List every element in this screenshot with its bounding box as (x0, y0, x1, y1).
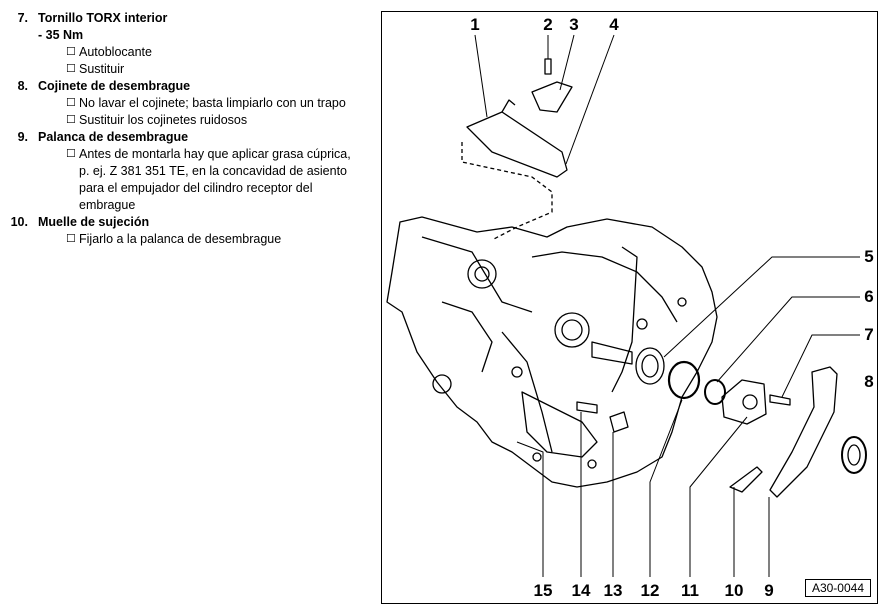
callout-12: 12 (640, 581, 660, 600)
release-lever (769, 366, 838, 498)
ball-stud (609, 411, 629, 433)
bolt-14 (576, 401, 598, 414)
callout-6: 6 (864, 287, 874, 306)
checkbox-icon: ☐ (66, 114, 76, 126)
legend-title: Tornillo TORX interior (38, 11, 168, 25)
legend-title: Muelle de sujeción (38, 215, 150, 229)
callout-14: 14 (571, 581, 591, 600)
checkbox-icon: ☐ (66, 148, 76, 160)
spring-clip (729, 466, 763, 493)
legend-number: 10. (10, 215, 28, 229)
checkbox-icon: ☐ (66, 46, 76, 58)
callout-1: 1 (470, 15, 480, 34)
checkbox-icon: ☐ (66, 63, 76, 75)
legend-note: ☐Sustituir los cojinetes ruidosos (66, 113, 248, 127)
legend-title: Cojinete de desembrague (38, 79, 191, 93)
legend-note: ☐No lavar el cojinete; basta limpiarlo c… (66, 96, 346, 110)
guide-sleeve (721, 379, 767, 425)
shaft-seal (635, 347, 665, 385)
legend-number: 8. (17, 79, 28, 93)
figure-reference: A30-0044 (804, 579, 871, 597)
callout-2: 2 (543, 15, 553, 34)
release-bearing (841, 436, 867, 474)
checkbox-icon: ☐ (66, 97, 76, 109)
slave-cylinder (466, 111, 568, 178)
o-ring (667, 360, 701, 400)
legend: 7. Tornillo TORX interior - 35 Nm ☐Autob… (0, 10, 375, 248)
callout-4: 4 (609, 15, 619, 34)
callout-11: 11 (681, 581, 699, 600)
legend-note: ☐Antes de montarla hay que aplicar grasa… (66, 147, 351, 212)
callout-3: 3 (569, 15, 579, 34)
callout-9: 9 (764, 581, 774, 600)
checkbox-icon: ☐ (66, 233, 76, 245)
legend-note: ☐Sustituir (66, 62, 125, 76)
legend-torque: - 35 Nm (38, 28, 84, 42)
bolt-2 (544, 58, 552, 75)
gearbox-housing (386, 216, 718, 488)
torx-bolt (769, 394, 791, 406)
callout-10: 10 (724, 581, 744, 600)
callout-7: 7 (864, 325, 874, 344)
callout-15: 15 (533, 581, 553, 600)
legend-number: 7. (17, 11, 28, 25)
legend-note: ☐Autoblocante (66, 45, 152, 59)
bracket (531, 81, 573, 113)
exploded-view-panel: 1 2 3 4 5 6 7 8 9 10 11 12 13 14 15 A30-… (381, 11, 878, 604)
input-shaft (591, 341, 633, 365)
legend-item-8: 8. Cojinete de desembrague ☐No lavar el … (0, 78, 375, 129)
legend-item-10: 10. Muelle de sujeción ☐Fijarlo a la pal… (0, 214, 375, 248)
legend-number: 9. (17, 130, 28, 144)
callout-5: 5 (864, 247, 874, 266)
legend-note: ☐Fijarlo a la palanca de desembrague (66, 232, 282, 246)
gearbox-drawing (386, 34, 867, 577)
seal-ring (704, 379, 726, 405)
callout-13: 13 (603, 581, 623, 600)
legend-item-7: 7. Tornillo TORX interior - 35 Nm ☐Autob… (0, 10, 375, 78)
legend-item-9: 9. Palanca de desembrague ☐Antes de mont… (0, 129, 375, 214)
legend-title: Palanca de desembrague (38, 130, 189, 144)
callout-8: 8 (864, 372, 874, 391)
